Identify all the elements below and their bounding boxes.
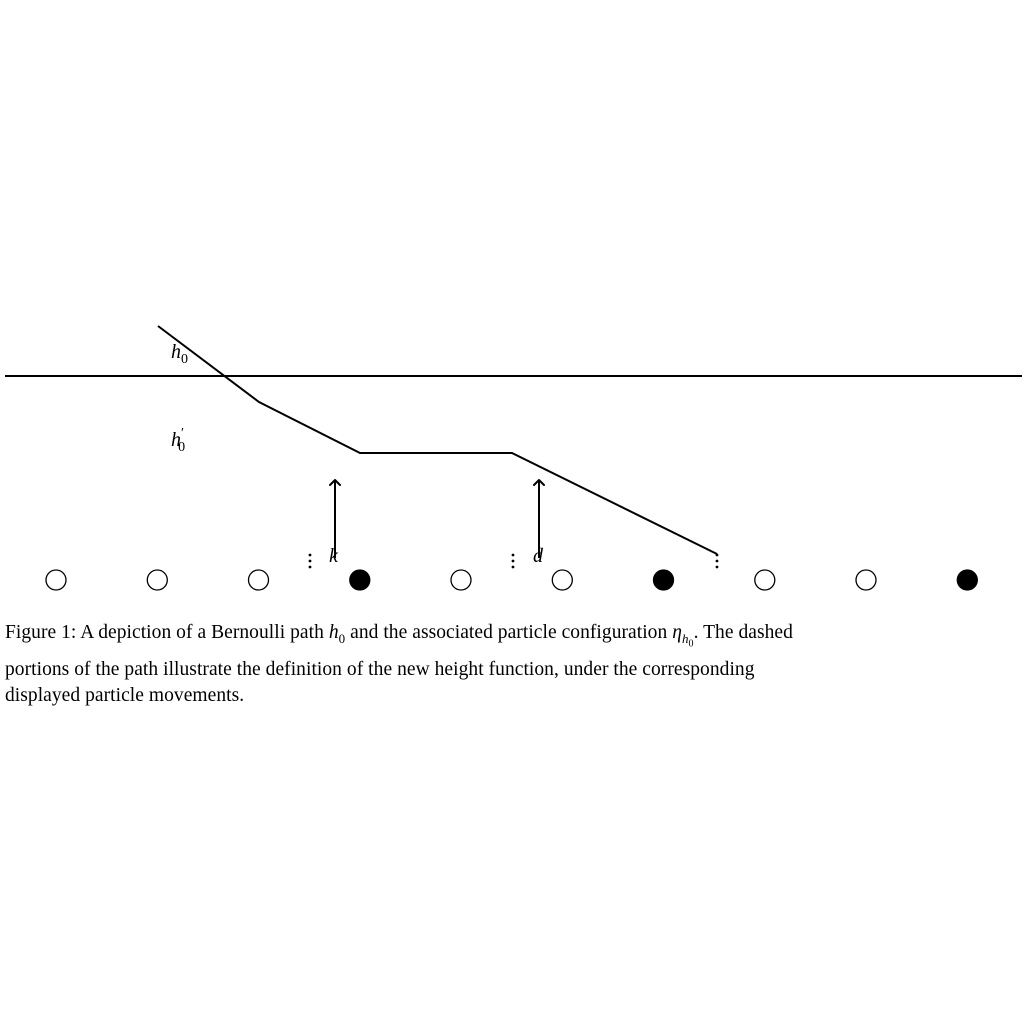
caption-prefix: Figure 1:: [5, 622, 77, 643]
label-h0-prime: h′0: [171, 426, 185, 455]
dots-above-particle-2: [511, 553, 515, 569]
dots-above-particle-3: [715, 553, 719, 569]
figure-caption: Figure 1: A depiction of a Bernoulli pat…: [5, 620, 795, 709]
caption-text-2: and the associated particle configuratio…: [345, 622, 673, 643]
particle-empty: [45, 569, 67, 591]
caption-math-eta: ηh0: [672, 622, 694, 650]
particle-empty: [450, 569, 472, 591]
dots-above-particle-1: [308, 553, 312, 569]
caption-math-h0: h0: [328, 622, 346, 646]
bernoulli-path: [157, 325, 718, 555]
particle-empty: [855, 569, 877, 591]
bernoulli-path-figure: h0 h′0 k d: [5, 325, 1022, 591]
particle-sites: [45, 569, 978, 591]
particle-empty: [551, 569, 573, 591]
label-k: k: [329, 545, 339, 567]
caption-text-1: A depiction of a Bernoulli path: [76, 622, 329, 643]
particle-empty: [247, 569, 270, 591]
label-h0: h0: [171, 341, 188, 367]
particle-filled: [956, 569, 978, 591]
particle-empty: [146, 569, 168, 591]
particle-empty: [754, 569, 776, 591]
label-d: d: [533, 545, 544, 567]
caption-text-3: . The dashed portions of the path illust…: [5, 622, 793, 707]
particle-filled: [652, 569, 675, 591]
particle-filled: [349, 569, 371, 591]
